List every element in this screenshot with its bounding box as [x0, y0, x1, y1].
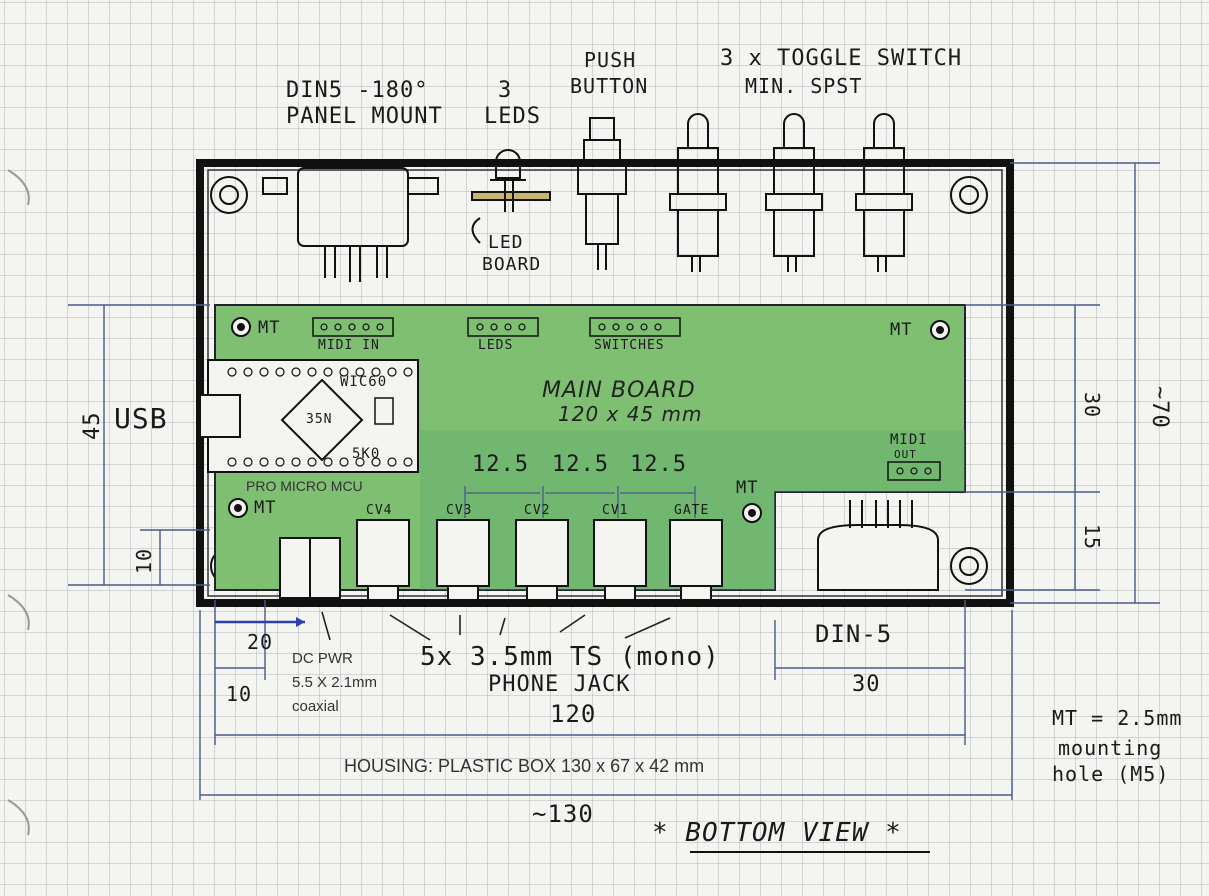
din5-panel-connector [262, 167, 439, 282]
header-leds-label: LEDS [478, 338, 514, 353]
din5-bottom-label: DIN-5 [815, 620, 893, 648]
dim-20-arrowhead [296, 617, 305, 627]
led-component [471, 149, 551, 244]
pin-headers [312, 317, 941, 481]
led-board-label-1: LED [488, 232, 524, 253]
mcu-chip-label: 35N [306, 412, 333, 427]
mt-holes [228, 317, 950, 523]
dim-120: 120 [550, 700, 597, 728]
main-board-size: 120 x 45 mm [558, 402, 703, 426]
push-button-component [577, 117, 627, 270]
jack-cv4-label: CV4 [366, 503, 393, 518]
din5-panel-label-2: PANEL MOUNT [286, 104, 443, 129]
toggle-switch-label-1: 3 x TOGGLE SWITCH [720, 46, 963, 71]
jack-cv3-label: CV3 [446, 503, 473, 518]
dim-45: 45 [80, 411, 105, 441]
jack-leader-arrows [321, 611, 671, 641]
header-switches-label: SWITCHES [594, 338, 665, 353]
punch-hole-3 [7, 799, 30, 836]
mcu-top-label: WIC60 [340, 374, 388, 390]
dc-pwr-label-3: coaxial [292, 698, 339, 715]
pro-micro-label: PRO MICRO MCU [246, 478, 363, 494]
toggle-switch-2 [765, 113, 823, 272]
leds-label: LEDS [484, 104, 541, 129]
dim-70: ~70 [1147, 386, 1172, 429]
punch-hole-1 [7, 169, 30, 206]
toggle-switch-1 [669, 113, 727, 272]
jack-cv1-label: CV1 [602, 503, 629, 518]
dim-130: ~130 [532, 800, 594, 828]
dim-10-bottom: 10 [226, 682, 253, 706]
pro-micro-mcu [199, 359, 419, 473]
dim-20: 20 [247, 630, 274, 654]
dim-15-right: 15 [1080, 524, 1104, 551]
toggle-switch-label-2: MIN. SPST [745, 74, 863, 98]
toggle-switch-3 [855, 113, 913, 272]
dimension-lines [68, 162, 1160, 800]
mt-note-3: hole (M5) [1052, 762, 1170, 786]
push-button-label-1: PUSH [584, 48, 637, 72]
led-board-label-2: BOARD [482, 254, 542, 275]
main-board-title: MAIN BOARD [542, 378, 696, 403]
dc-pwr-label-2: 5.5 X 2.1mm [292, 674, 378, 691]
punch-hole-2 [7, 594, 30, 631]
dim-30-bottom: 30 [852, 672, 881, 697]
jack-description-1: 5x 3.5mm TS (mono) [420, 642, 720, 672]
mt-label-3: MT [254, 498, 277, 518]
usb-label: USB [114, 402, 168, 435]
bottom-view-label: * BOTTOM VIEW * [652, 818, 902, 848]
housing-label: HOUSING: PLASTIC BOX 130 x 67 x 42 mm [344, 756, 705, 776]
leds-count-label: 3 [498, 78, 513, 103]
din5-bottom-connector [817, 500, 939, 591]
jack-description-2: PHONE JACK [488, 672, 631, 697]
spacing-label-3: 12.5 [630, 452, 687, 477]
spacing-label-2: 12.5 [552, 452, 609, 477]
mcu-bottom-label: 5K0 [352, 446, 381, 462]
dim-30-right: 30 [1080, 392, 1104, 419]
dc-pwr-label-1: DC PWR [292, 650, 353, 667]
din5-panel-label-1: DIN5 -180° [286, 78, 429, 103]
mt-note-1: MT = 2.5mm [1052, 706, 1183, 730]
dim-10-left: 10 [132, 547, 156, 574]
spacing-label-1: 12.5 [472, 452, 529, 477]
mt-label-1: MT [258, 318, 281, 338]
mt-label-2: MT [890, 320, 913, 340]
header-pins [320, 323, 932, 475]
housing-outline [196, 159, 1014, 607]
phone-jacks [356, 519, 723, 601]
header-midi-in-label: MIDI IN [318, 338, 380, 353]
dc-power-jack [279, 537, 341, 599]
push-button-label-2: BUTTON [570, 74, 649, 98]
mt-note-2: mounting [1058, 736, 1163, 760]
jack-gate-label: GATE [674, 503, 710, 518]
midi-out-label-1: MIDI [890, 432, 928, 448]
midi-out-label-2: OUT [894, 448, 917, 461]
jack-spacing-arrows [464, 486, 696, 518]
jack-cv2-label: CV2 [524, 503, 551, 518]
mt-label-4: MT [736, 478, 759, 498]
